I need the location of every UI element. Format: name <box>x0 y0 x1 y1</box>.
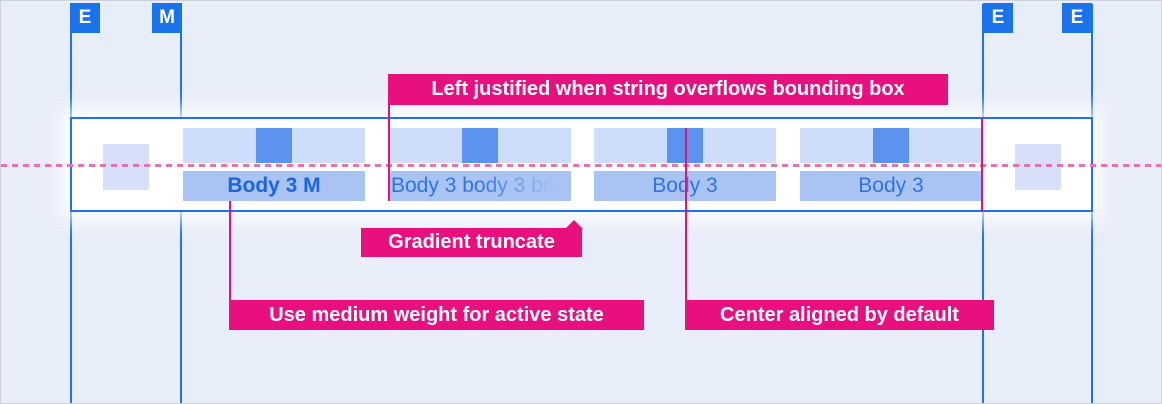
spacing-tag-e-right-inner: E <box>983 3 1013 33</box>
tab-label: Body 3 <box>800 171 982 201</box>
tab-item-default[interactable]: Body 3 <box>800 128 982 201</box>
tab-icon-placeholder <box>256 128 292 163</box>
spacing-tag-e-left: E <box>70 3 100 33</box>
annotation-medium-weight: Use medium weight for active state <box>229 300 644 330</box>
edge-spacing-box-left <box>103 144 149 190</box>
connector-medium-weight <box>229 201 231 300</box>
tab-label-truncated: Body 3 body 3 bo <box>389 171 571 201</box>
edge-spacing-box-right <box>1015 144 1061 190</box>
spacing-tag-e-right-outer: E <box>1062 3 1092 33</box>
caret-up-icon <box>565 220 583 229</box>
spacing-tag-m-left: M <box>152 3 182 33</box>
connector-clip-edge <box>981 118 983 212</box>
tab-icon-placeholder <box>462 128 498 163</box>
center-dashed-guide <box>1 164 1161 167</box>
annotation-left-justified: Left justified when string overflows bou… <box>388 74 948 105</box>
tab-icon-placeholder <box>873 128 909 163</box>
tab-item-active[interactable]: Body 3 M <box>183 128 365 201</box>
annotation-gradient-truncate: Gradient truncate <box>361 228 582 257</box>
annotation-center-aligned: Center aligned by default <box>685 300 994 330</box>
tab-item-overflow[interactable]: Body 3 body 3 bo <box>389 128 571 201</box>
connector-left-justified <box>388 105 390 201</box>
gradient-fade-overlay <box>476 171 571 201</box>
connector-center-aligned <box>685 128 687 300</box>
tab-label: Body 3 M <box>183 171 365 201</box>
